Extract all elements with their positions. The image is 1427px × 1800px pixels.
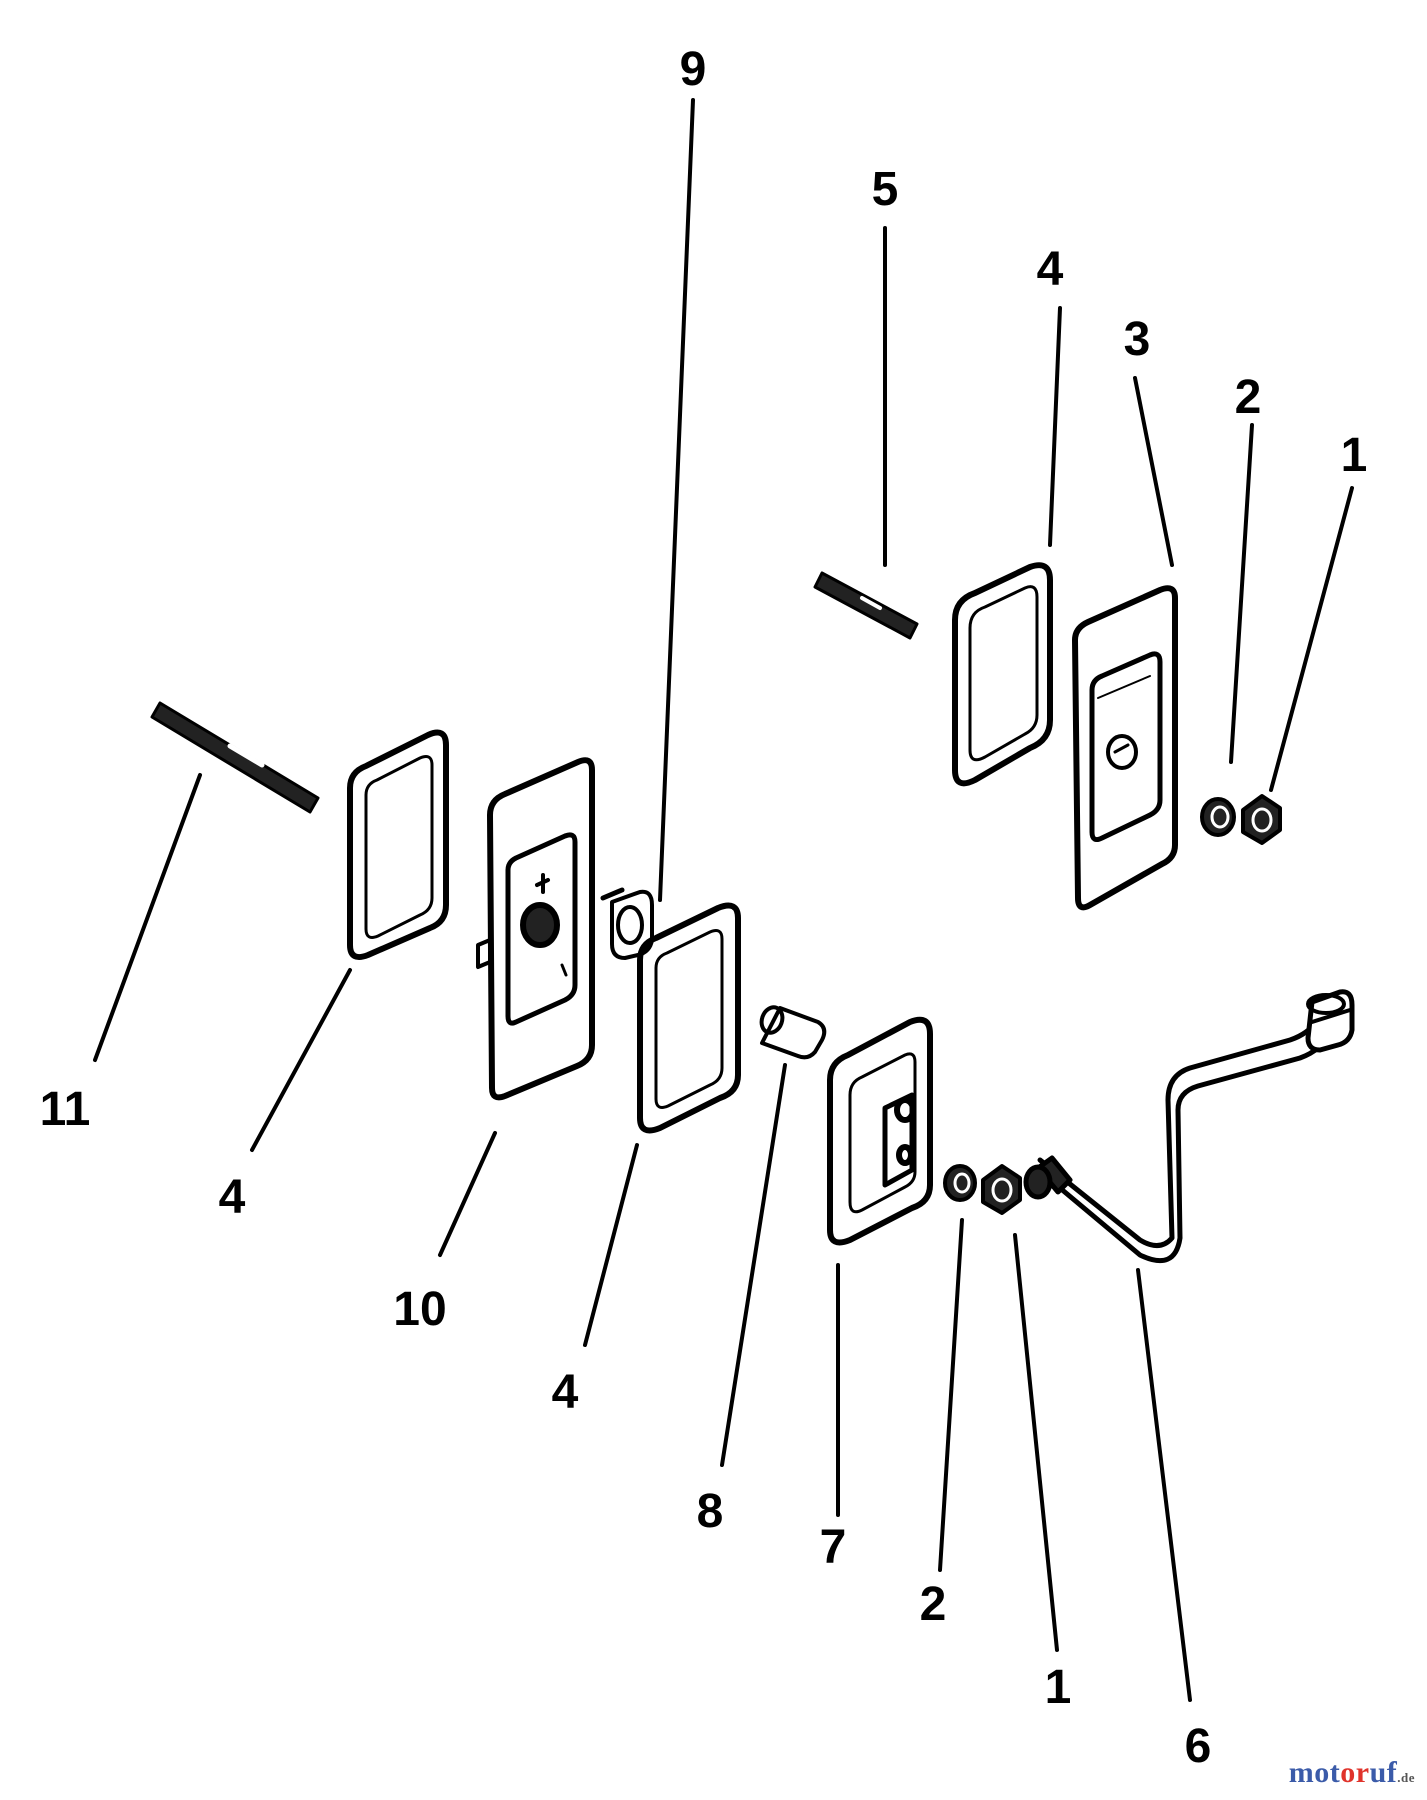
callout-4-top: 4 — [1036, 243, 1064, 296]
gasket-top — [952, 562, 1053, 787]
callout-4-mid: 4 — [551, 1366, 579, 1419]
watermark-suffix-word: uf — [1369, 1756, 1398, 1789]
plate-center — [476, 757, 595, 1101]
callout-2-bottom: 2 — [919, 1578, 947, 1631]
callout-5: 5 — [871, 163, 899, 216]
washer-bottom — [943, 1164, 977, 1202]
valve-plate — [827, 1016, 933, 1246]
callout-8: 8 — [696, 1485, 724, 1538]
stud-left — [150, 701, 320, 814]
leader-lines — [93, 98, 1354, 1702]
washer-top — [1200, 797, 1236, 837]
callout-1-top: 1 — [1340, 429, 1368, 482]
callout-10: 10 — [393, 1283, 447, 1336]
nut-bottom — [981, 1164, 1022, 1215]
valve-element — [600, 887, 654, 960]
watermark-logo: motoruf.de — [1289, 1756, 1415, 1790]
gasket-left — [347, 729, 449, 960]
stud-top — [813, 571, 919, 640]
bushing — [759, 1005, 827, 1060]
callout-2-top: 2 — [1234, 371, 1262, 424]
watermark-domain: .de — [1397, 1770, 1415, 1785]
nut-top — [1241, 794, 1282, 845]
callout-1-bottom: 1 — [1044, 1661, 1072, 1714]
callout-9: 9 — [679, 43, 707, 96]
callout-6: 6 — [1184, 1720, 1212, 1773]
callout-11: 11 — [39, 1083, 91, 1136]
watermark-middle: or — [1340, 1756, 1370, 1789]
callout-3: 3 — [1123, 313, 1151, 366]
gasket-mid — [637, 902, 741, 1134]
callout-4-left: 4 — [218, 1171, 246, 1224]
breather-tube — [1023, 989, 1355, 1264]
watermark-prefix: mot — [1288, 1756, 1341, 1789]
plate-top — [1072, 585, 1178, 911]
callout-7: 7 — [819, 1521, 847, 1574]
